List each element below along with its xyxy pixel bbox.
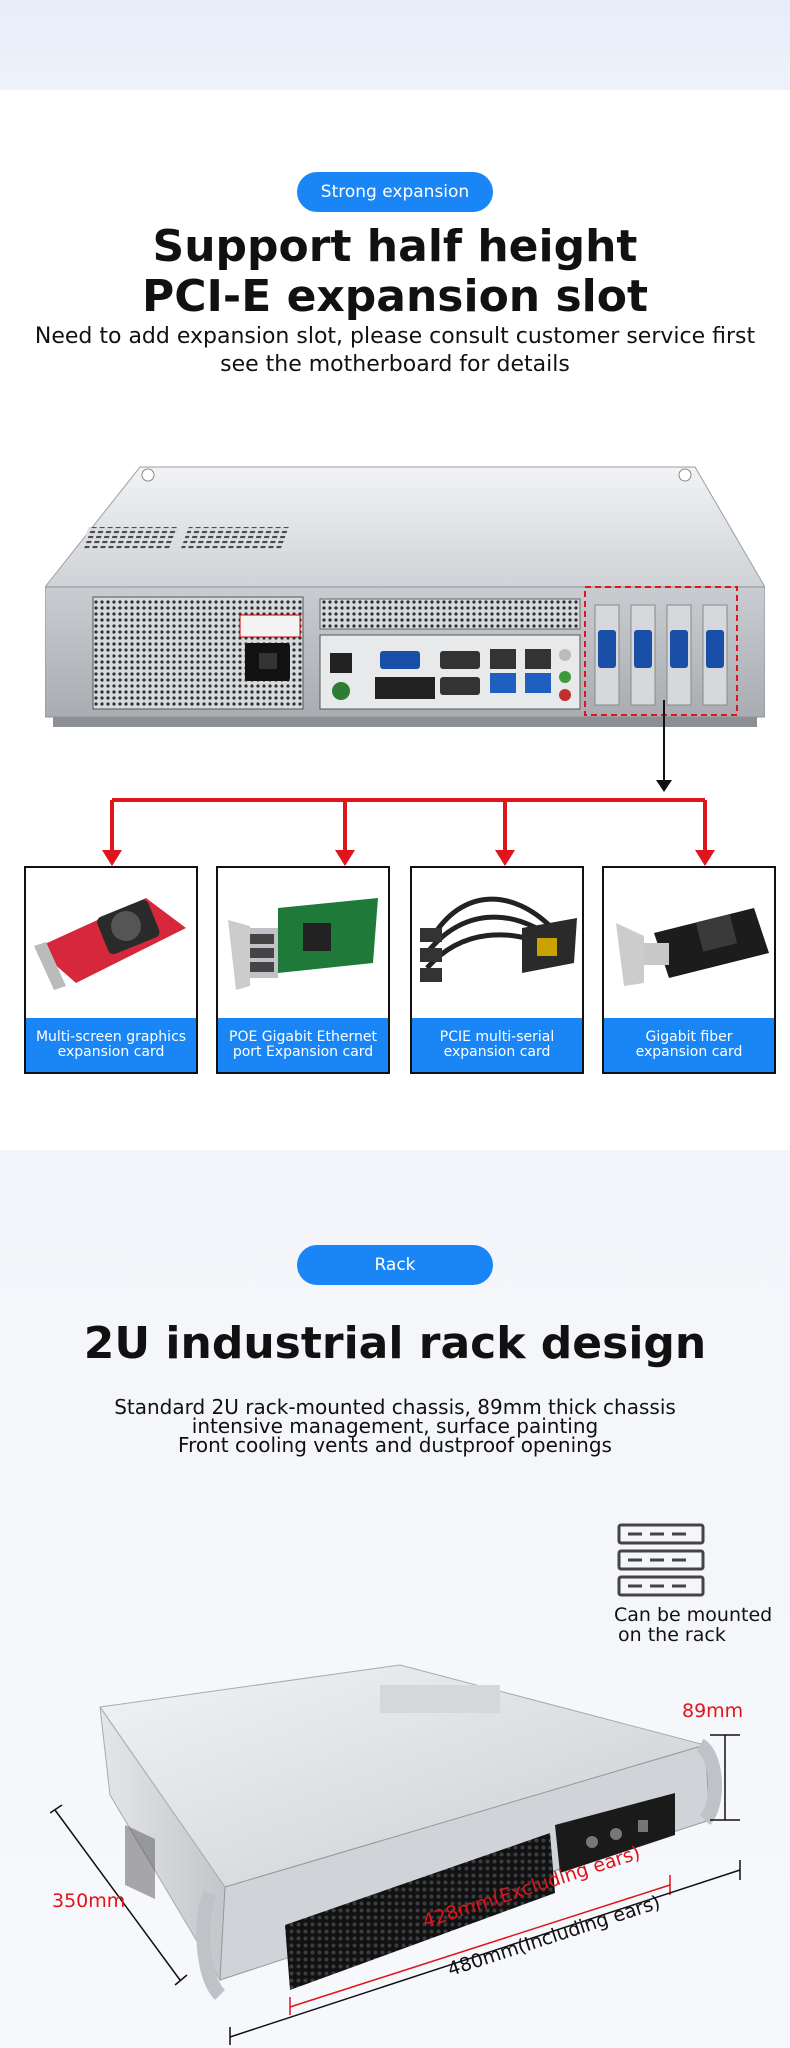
rack-desc-line3: Front cooling vents and dustproof openin… — [178, 1433, 612, 1457]
dimension-height: 89mm — [682, 1700, 744, 1722]
dimension-depth: 350mm — [52, 1890, 126, 1912]
rack-description: Standard 2U rack-mounted chassis, 89mm t… — [0, 1395, 790, 1457]
rack-caption-line2: on the rack — [618, 1624, 726, 1646]
chassis-rear-image — [45, 466, 765, 727]
server-front-image — [50, 1664, 741, 2045]
rack-desc-line1: Standard 2U rack-mounted chassis, 89mm t… — [114, 1395, 676, 1419]
card-serial-label: PCIE multi-serial expansion card — [412, 1018, 582, 1072]
usb-port-icon — [330, 653, 352, 673]
expansion-badge: Strong expansion — [297, 172, 493, 212]
rack-caption-line1: Can be mounted — [614, 1604, 773, 1626]
card-graphics-label: Multi-screen graphics expansion card — [26, 1018, 196, 1072]
card-poe-label: POE Gigabit Ethernet port Expansion card — [218, 1018, 388, 1072]
rack-badge: Rack — [297, 1245, 493, 1285]
expansion-title-line2: PCI-E expansion slot — [142, 271, 648, 322]
serial-port-icon — [440, 651, 480, 669]
poe-card-image — [228, 898, 378, 990]
vga-port-icon — [380, 651, 420, 669]
rack-caption: Can be mounted on the rack — [614, 1605, 784, 1645]
card-fiber-label: Gigabit fiber expansion card — [604, 1018, 774, 1072]
ethernet-port-icon — [490, 649, 516, 669]
rack-badge-label: Rack — [374, 1255, 416, 1275]
distribution-arrows — [102, 700, 715, 866]
expansion-subtitle-line2: see the motherboard for details — [220, 352, 570, 377]
top-banner-strip — [0, 0, 790, 90]
expansion-subtitle-line1: Need to add expansion slot, please consu… — [34, 324, 756, 349]
serial-card-image — [420, 896, 577, 982]
card-graphics: Multi-screen graphics expansion card — [24, 866, 198, 1074]
expansion-subtitle: Need to add expansion slot, please consu… — [0, 323, 790, 379]
expansion-title-line1: Support half height — [152, 221, 638, 272]
graphics-card-image — [34, 898, 186, 990]
server-rack-icon — [617, 1523, 705, 1597]
expansion-badge-label: Strong expansion — [320, 182, 470, 202]
rack-title: 2U industrial rack design — [83, 1318, 707, 1369]
card-poe: POE Gigabit Ethernet port Expansion card — [216, 866, 390, 1074]
expansion-title: Support half height PCI-E expansion slot — [0, 222, 790, 322]
card-fiber: Gigabit fiber expansion card — [602, 866, 776, 1074]
rack-desc-line2: intensive management, surface painting — [191, 1414, 599, 1438]
fiber-card-image — [616, 908, 769, 986]
card-serial: PCIE multi-serial expansion card — [410, 866, 584, 1074]
expansion-cards: Multi-screen graphics expansion card POE… — [24, 866, 779, 1074]
